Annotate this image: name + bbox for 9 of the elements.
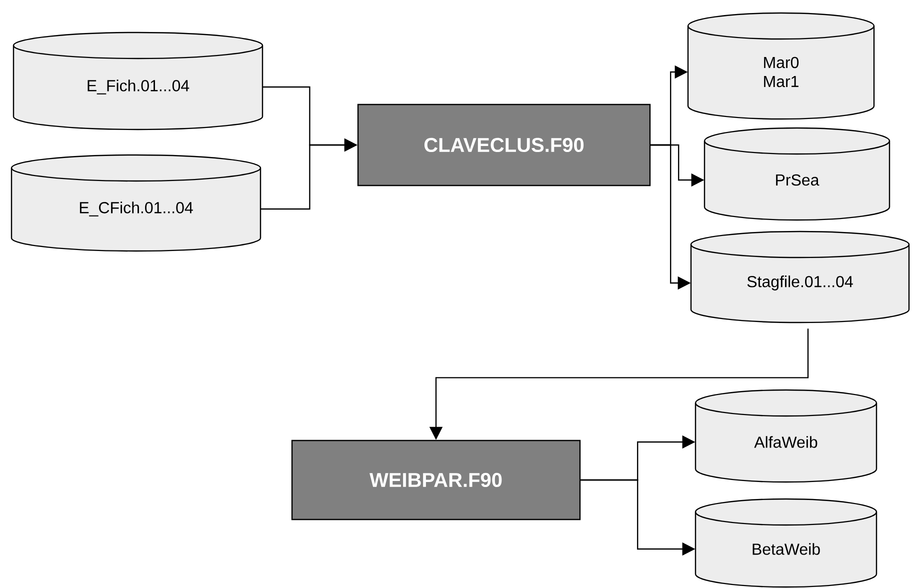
process-box: CLAVECLUS.F90: [357, 104, 651, 186]
storage-cylinder: BetaWeib: [694, 498, 878, 588]
storage-cylinder: E_CFich.01...04: [10, 154, 262, 252]
storage-cylinder: Stagfile.01...04: [690, 230, 910, 324]
storage-cylinder: AlfaWeib: [694, 389, 878, 483]
storage-cylinder: Mar0 Mar1: [687, 12, 875, 120]
storage-cylinder: PrSea: [704, 127, 890, 221]
process-box: WEIBPAR.F90: [291, 440, 581, 520]
storage-cylinder: E_Fich.01...04: [12, 32, 264, 130]
